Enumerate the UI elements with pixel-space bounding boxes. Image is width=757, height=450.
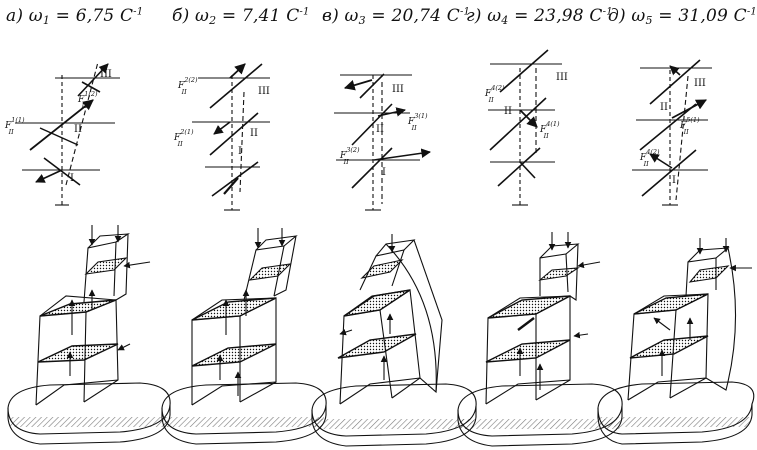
building-sketch-c (311, 234, 477, 447)
omega-value: = 7,41 C (221, 6, 300, 26)
panel-b-letter: б) (172, 6, 190, 26)
omega-subscript: 2 (209, 14, 217, 27)
panel-c-title: в) ω3 = 20,74 C-1 (322, 6, 470, 27)
unit-exponent: -1 (133, 6, 144, 18)
force-diagram-b: III II I F2(2)II F2(1)II (173, 63, 270, 211)
omega-symbol: ω (631, 6, 646, 26)
omega-subscript: 3 (358, 14, 366, 27)
force-label: F3(1)II (407, 112, 428, 132)
force-label: F4(2)II (484, 84, 505, 104)
panel-a-letter: а) (6, 6, 24, 26)
floor-label: II (504, 106, 512, 117)
floor-label: III (100, 69, 112, 80)
floor-label: II (74, 124, 82, 135)
force-diagram-a: III II I F1(1)II F1(2)II (4, 61, 120, 206)
building-sketch-e (597, 238, 755, 445)
omega-symbol: ω (195, 6, 210, 26)
floor-label: III (556, 72, 568, 83)
force-diagram-e: III II I F5(1)II F4(2)II (632, 59, 712, 206)
force-label: F2(1)II (173, 128, 194, 148)
unit-exponent: -1 (602, 6, 613, 18)
floor-label: I (382, 167, 386, 178)
panel-b-title: б) ω2 = 7,41 C-1 (172, 6, 310, 27)
building-sketch-a (7, 225, 171, 445)
force-label: F5(1)II (679, 116, 700, 136)
force-label: F4(2)II (639, 148, 660, 168)
force-diagram-d: III II F4(2)II F4(1)II (484, 49, 568, 206)
building-sketch-b (161, 228, 327, 445)
omega-symbol: ω (28, 6, 43, 26)
floor-label: I (672, 175, 676, 186)
floor-label: II (660, 102, 668, 113)
omega-subscript: 4 (501, 14, 509, 27)
omega-value: = 20,74 C (371, 6, 460, 26)
omega-symbol: ω (344, 6, 359, 26)
omega-value: = 6,75 C (55, 6, 134, 26)
floor-label: III (694, 78, 706, 89)
unit-exponent: -1 (299, 6, 310, 18)
unit-exponent: -1 (746, 6, 757, 18)
panel-a-title: а) ω1 = 6,75 C-1 (6, 6, 143, 27)
omega-value: = 23,98 C (514, 6, 603, 26)
omega-subscript: 1 (42, 14, 51, 27)
floor-label: II (376, 124, 384, 135)
omega-subscript: 5 (645, 14, 653, 27)
force-label: F2(2)II (177, 76, 198, 96)
floor-label: II (250, 128, 258, 139)
floor-label: III (258, 86, 270, 97)
floor-label: III (392, 84, 404, 95)
panel-e-title: д) ω5 = 31,09 C-1 (608, 6, 757, 27)
force-label: F1(1)II (4, 116, 25, 136)
force-label: F1(2)II (77, 90, 98, 110)
panel-d-letter: г) (466, 6, 482, 26)
omega-symbol: ω (487, 6, 502, 26)
unit-exponent: -1 (459, 6, 471, 18)
panel-e-letter: д) (608, 6, 626, 26)
force-label: F3(2)II (339, 146, 360, 166)
floor-label: I (238, 146, 242, 157)
panel-d-title: г) ω4 = 23,98 C-1 (466, 6, 613, 27)
force-label: F4(1)II (539, 120, 560, 140)
floor-label: I (70, 173, 74, 184)
force-diagram-c: III II I F3(1)II F3(2)II (334, 73, 431, 211)
omega-value: = 31,09 C (658, 6, 747, 26)
panel-c-letter: в) (322, 6, 339, 26)
